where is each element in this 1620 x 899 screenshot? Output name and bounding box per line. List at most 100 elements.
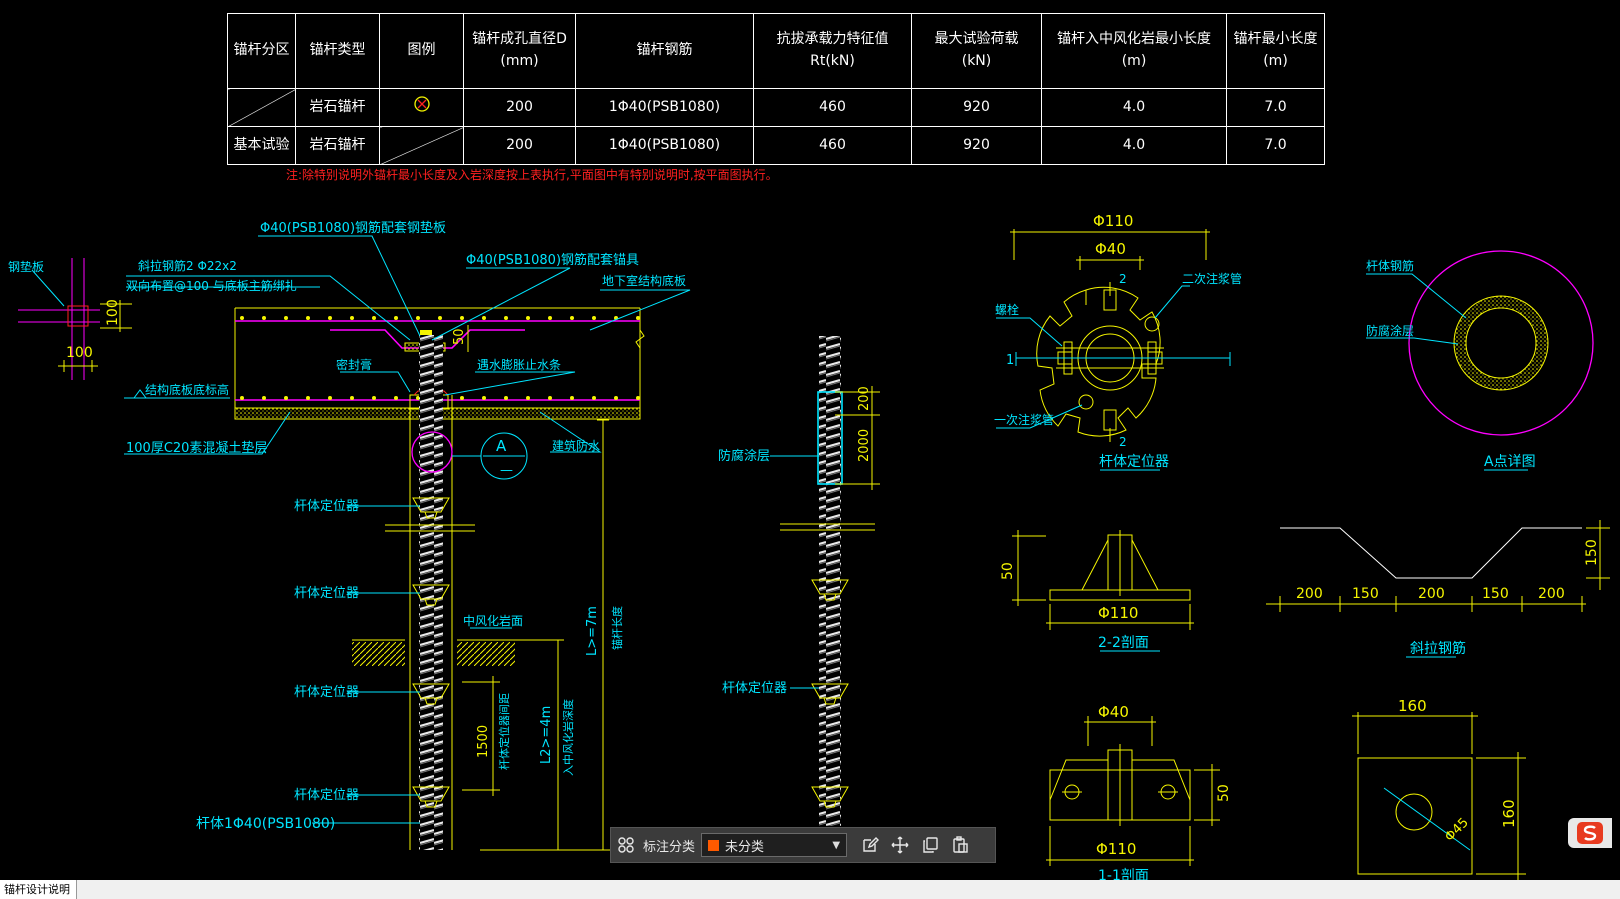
incl-dim-150-a: 150: [1352, 586, 1379, 602]
annotation-toolbar: 标注分类 未分类 ▼: [610, 827, 996, 863]
detail-a-title: A点详图: [1484, 454, 1536, 470]
locator-spacing-label: 杆体定位器间距: [497, 693, 511, 770]
incl-dim-200-a: 200: [1296, 586, 1323, 602]
incl-dim-200-b: 200: [1418, 586, 1445, 602]
bar-cell: 1Φ40(PSB1080): [575, 88, 754, 127]
anticorrosion-label: 防腐涂层: [718, 448, 770, 464]
diameter-cell: 200: [463, 88, 576, 127]
inclined-bar-title: 斜拉钢筋: [1410, 640, 1466, 657]
section-1-1: [1046, 716, 1220, 866]
max-load-cell: 920: [911, 126, 1042, 165]
header-cell: 最大试验荷载(kN): [911, 13, 1042, 89]
edit-icon[interactable]: [855, 830, 885, 860]
locator-funnel: [412, 786, 450, 808]
dim-100-horizontal: 100: [66, 345, 93, 361]
header-cell: 锚杆类型: [295, 13, 380, 89]
ime-badge[interactable]: [1568, 818, 1612, 848]
grout-pipe-2-label: 二次注浆管: [1182, 271, 1242, 286]
header-cell: 图例: [379, 13, 464, 89]
slab-rebar-dot: [548, 316, 552, 320]
rock-face-label: 中风化岩面: [463, 613, 523, 628]
locator-funnel: [412, 497, 450, 519]
dim-2000-rod: 2000: [857, 429, 872, 462]
zone-cell: 基本试验: [227, 126, 296, 165]
sec22-title: 2-2剖面: [1098, 635, 1149, 651]
slab-rebar-dot: [350, 396, 354, 400]
locator-plan: [1010, 229, 1210, 442]
section-mark-1: 1: [1006, 353, 1014, 368]
slab-rebar-dot: [306, 396, 310, 400]
detail-coat-label: 防腐涂层: [1366, 323, 1414, 338]
embed-cell: 4.0: [1041, 126, 1227, 165]
category-color-swatch: [708, 839, 720, 851]
slab-rebar-dot: [284, 316, 288, 320]
category-label: 标注分类: [643, 839, 696, 855]
inclined-bar: [1266, 520, 1610, 612]
cushion-label: 100厚C20素混凝土垫层: [126, 440, 267, 456]
slab-rebar-dot: [460, 316, 464, 320]
locator-label-3: 杆体定位器: [294, 685, 359, 700]
locator-phi40: Φ40: [1095, 240, 1126, 258]
diameter-cell: 200: [463, 126, 576, 165]
table-row: 岩石锚杆 200 1Φ40(PSB1080) 460 920 4.0 7.0: [227, 88, 1325, 127]
table-row: 基本试验 岩石锚杆 200 1Φ40(PSB1080) 460 920 4.0 …: [227, 126, 1325, 165]
plate-dim-160-width: 160: [1398, 697, 1427, 715]
header-cell: 锚杆入中风化岩最小长度(m): [1041, 13, 1227, 89]
marker-a-label: A: [496, 437, 507, 455]
dim-50-plate: 50: [452, 328, 467, 345]
header-cell: 锚杆钢筋: [575, 13, 754, 89]
slab-rebar-dot: [262, 396, 266, 400]
slab-rebar-dot: [592, 316, 596, 320]
marker-a-sub: —: [500, 463, 513, 478]
move-icon[interactable]: [885, 830, 915, 860]
anchor-spec-label: Φ40(PSB1080)钢筋配套锚具: [466, 252, 639, 268]
category-select[interactable]: 未分类 ▼: [701, 833, 848, 857]
diag-bar-layout-label: 双向布置@100 与底板主筋绑扎: [126, 278, 297, 293]
plate-160: [1352, 712, 1526, 880]
slab-rebar-dot: [284, 396, 288, 400]
slab-rebar-dot: [526, 316, 530, 320]
locator-label-4: 杆体定位器: [294, 788, 359, 803]
header-cell: 锚杆最小长度(m): [1226, 13, 1325, 89]
anchor-legend-icon: [413, 96, 430, 112]
layout-tab[interactable]: 锚杆设计说明: [0, 880, 77, 899]
slab-rebar-dot: [438, 316, 442, 320]
incl-dim-150-height: 150: [1584, 539, 1600, 566]
paste-icon[interactable]: [945, 830, 975, 860]
status-bar: 锚杆设计说明: [0, 880, 1620, 899]
sec11-dim-phi110: Φ110: [1096, 840, 1136, 858]
copy-icon[interactable]: [915, 830, 945, 860]
incl-dim-200-c: 200: [1538, 586, 1565, 602]
legend-cell: [379, 88, 464, 127]
slab-rebar-dot: [240, 396, 244, 400]
locator-label-2: 杆体定位器: [294, 586, 359, 601]
slab-rebar-dot: [614, 396, 618, 400]
category-selected-value: 未分类: [725, 839, 765, 855]
sec11-dim-50: 50: [1216, 784, 1232, 802]
slab-rebar-dot: [372, 316, 376, 320]
slab-rebar-dot: [636, 396, 640, 400]
rt-cell: 460: [753, 88, 912, 127]
chevron-down-icon: ▼: [832, 839, 841, 851]
plate-dim-phi45: Φ45: [1442, 815, 1472, 845]
water-stop-label: 遇水膨胀止水条: [477, 358, 561, 372]
locator-funnel: [412, 683, 450, 705]
slab-rebar-dot: [416, 316, 420, 320]
zone-cell: [227, 88, 296, 127]
incl-dim-150-b: 150: [1482, 586, 1509, 602]
type-cell: 岩石锚杆: [295, 126, 380, 165]
locator-plan-title: 杆体定位器: [1099, 454, 1169, 470]
slab-rebar-dot: [570, 316, 574, 320]
locator-funnel: [811, 579, 849, 601]
diag-bar-label: 斜拉钢筋2 Φ22x2: [138, 258, 237, 273]
slab-rebar-dot: [592, 396, 596, 400]
rock-face: [352, 639, 563, 666]
slab-bottom-label: 结构底板底标高: [145, 382, 229, 397]
bore-hole: [385, 335, 475, 850]
slab-rebar-dot: [526, 396, 530, 400]
l-total-dim: L>=7m: [585, 606, 600, 656]
sec22-dim-50: 50: [1000, 562, 1016, 580]
grid-icon[interactable]: [611, 830, 641, 860]
table-note: 注:除特别说明外锚杆最小长度及入岩深度按上表执行,平面图中有特别说明时,按平面图…: [286, 168, 778, 182]
